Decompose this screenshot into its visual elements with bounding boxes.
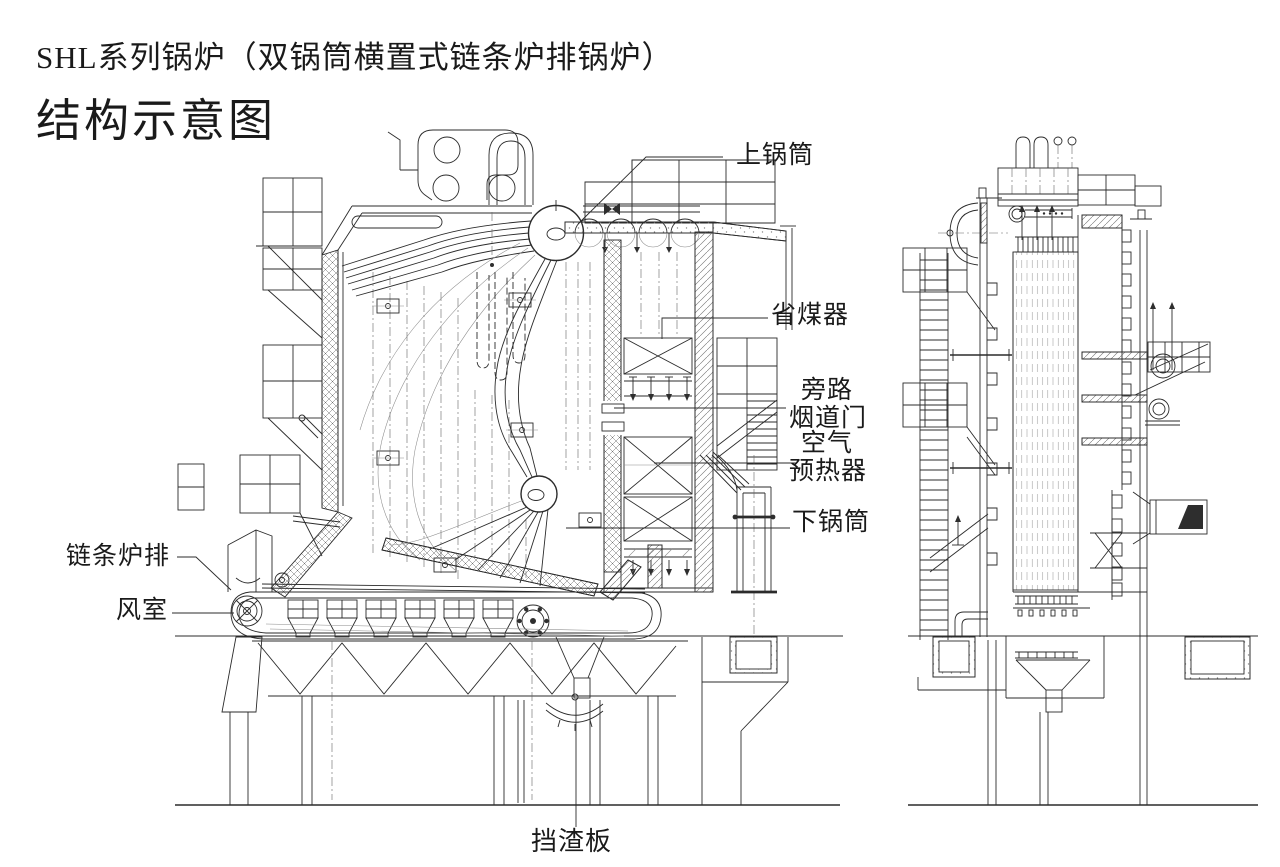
leader-lines bbox=[172, 156, 797, 827]
label-air-preheater-line1: 空气 bbox=[801, 430, 854, 457]
feed-pipe-with-valve bbox=[583, 203, 700, 215]
label-air-chamber: 风室 bbox=[116, 597, 169, 624]
furnace-left-wall bbox=[270, 205, 532, 598]
leader-chain-grate bbox=[177, 556, 232, 591]
page-title-line1: SHL系列锅炉（双锅筒横置式链条炉排锅炉） bbox=[36, 40, 674, 75]
drum-head-side bbox=[938, 202, 1008, 266]
chain-grate bbox=[230, 583, 662, 640]
side-top-right-grid bbox=[1077, 174, 1162, 220]
side-bottom bbox=[917, 591, 1251, 805]
top-right-grid bbox=[584, 159, 776, 224]
lower-drum bbox=[389, 475, 558, 587]
bypass-flue-door bbox=[601, 403, 625, 414]
side-tube-bank bbox=[1008, 205, 1079, 592]
steam-outlet-pipe bbox=[488, 132, 534, 205]
left-platform-grids bbox=[177, 177, 323, 557]
label-air-preheater-line2: 预热器 bbox=[789, 458, 868, 485]
front-arch bbox=[270, 511, 353, 598]
shaft-inner-wall bbox=[600, 239, 626, 592]
side-right-structure bbox=[1134, 230, 1211, 805]
lifting-lug-assembly bbox=[387, 129, 519, 202]
main-sectional-view bbox=[175, 129, 843, 806]
air-chamber-boxes bbox=[287, 599, 514, 638]
right-foundation bbox=[701, 637, 789, 805]
side-right-wall bbox=[1081, 214, 1132, 600]
page-title-line2: 结构示意图 bbox=[36, 96, 277, 146]
leader-economizer bbox=[661, 317, 768, 339]
label-upper-drum: 上锅筒 bbox=[736, 142, 815, 169]
furnace-tube-lines bbox=[372, 262, 591, 580]
label-chain-grate: 链条炉排 bbox=[66, 543, 171, 570]
hanger-dot bbox=[490, 263, 494, 267]
label-bypass-flue-door-line1: 旁路 bbox=[801, 377, 854, 404]
shaft-outer-wall bbox=[694, 231, 714, 593]
slag-hopper bbox=[555, 636, 605, 699]
top-header-slot bbox=[351, 215, 443, 229]
blowdown-valve bbox=[298, 414, 323, 439]
label-bypass-flue-door-line2: 烟道门 bbox=[789, 405, 868, 432]
rear-sprocket bbox=[516, 604, 550, 638]
down-duct bbox=[699, 451, 778, 674]
flue-exit-duct bbox=[1090, 491, 1208, 569]
air-preheater-box-upper bbox=[623, 436, 693, 495]
side-left-wall bbox=[950, 187, 1012, 637]
gas-flow-arrows-upper bbox=[629, 376, 691, 401]
label-economizer: 省煤器 bbox=[771, 302, 850, 329]
top-casing bbox=[564, 218, 796, 330]
rear-arch bbox=[292, 515, 599, 597]
side-sectional-view bbox=[902, 136, 1258, 806]
side-platforms-ladder bbox=[902, 247, 996, 640]
label-lower-drum: 下锅筒 bbox=[792, 509, 871, 536]
leader-upper-drum bbox=[577, 156, 723, 225]
rear-seal bbox=[599, 544, 663, 601]
side-pipe-bands bbox=[1081, 351, 1148, 446]
front-sprocket bbox=[231, 595, 263, 627]
air-preheater-box-lower bbox=[623, 496, 693, 542]
slag-baffle-arc bbox=[545, 693, 604, 731]
economizer-box bbox=[623, 337, 693, 375]
coal-hopper-front bbox=[227, 529, 290, 592]
wall-tie-plates bbox=[372, 292, 602, 573]
external-stairs bbox=[716, 337, 778, 471]
grate-support-truss bbox=[221, 636, 688, 805]
drum-tube-bundle bbox=[341, 220, 558, 571]
superheater-hairpins bbox=[476, 272, 526, 381]
top-piping bbox=[997, 136, 1079, 240]
label-slag-baffle: 挡渣板 bbox=[531, 827, 613, 856]
